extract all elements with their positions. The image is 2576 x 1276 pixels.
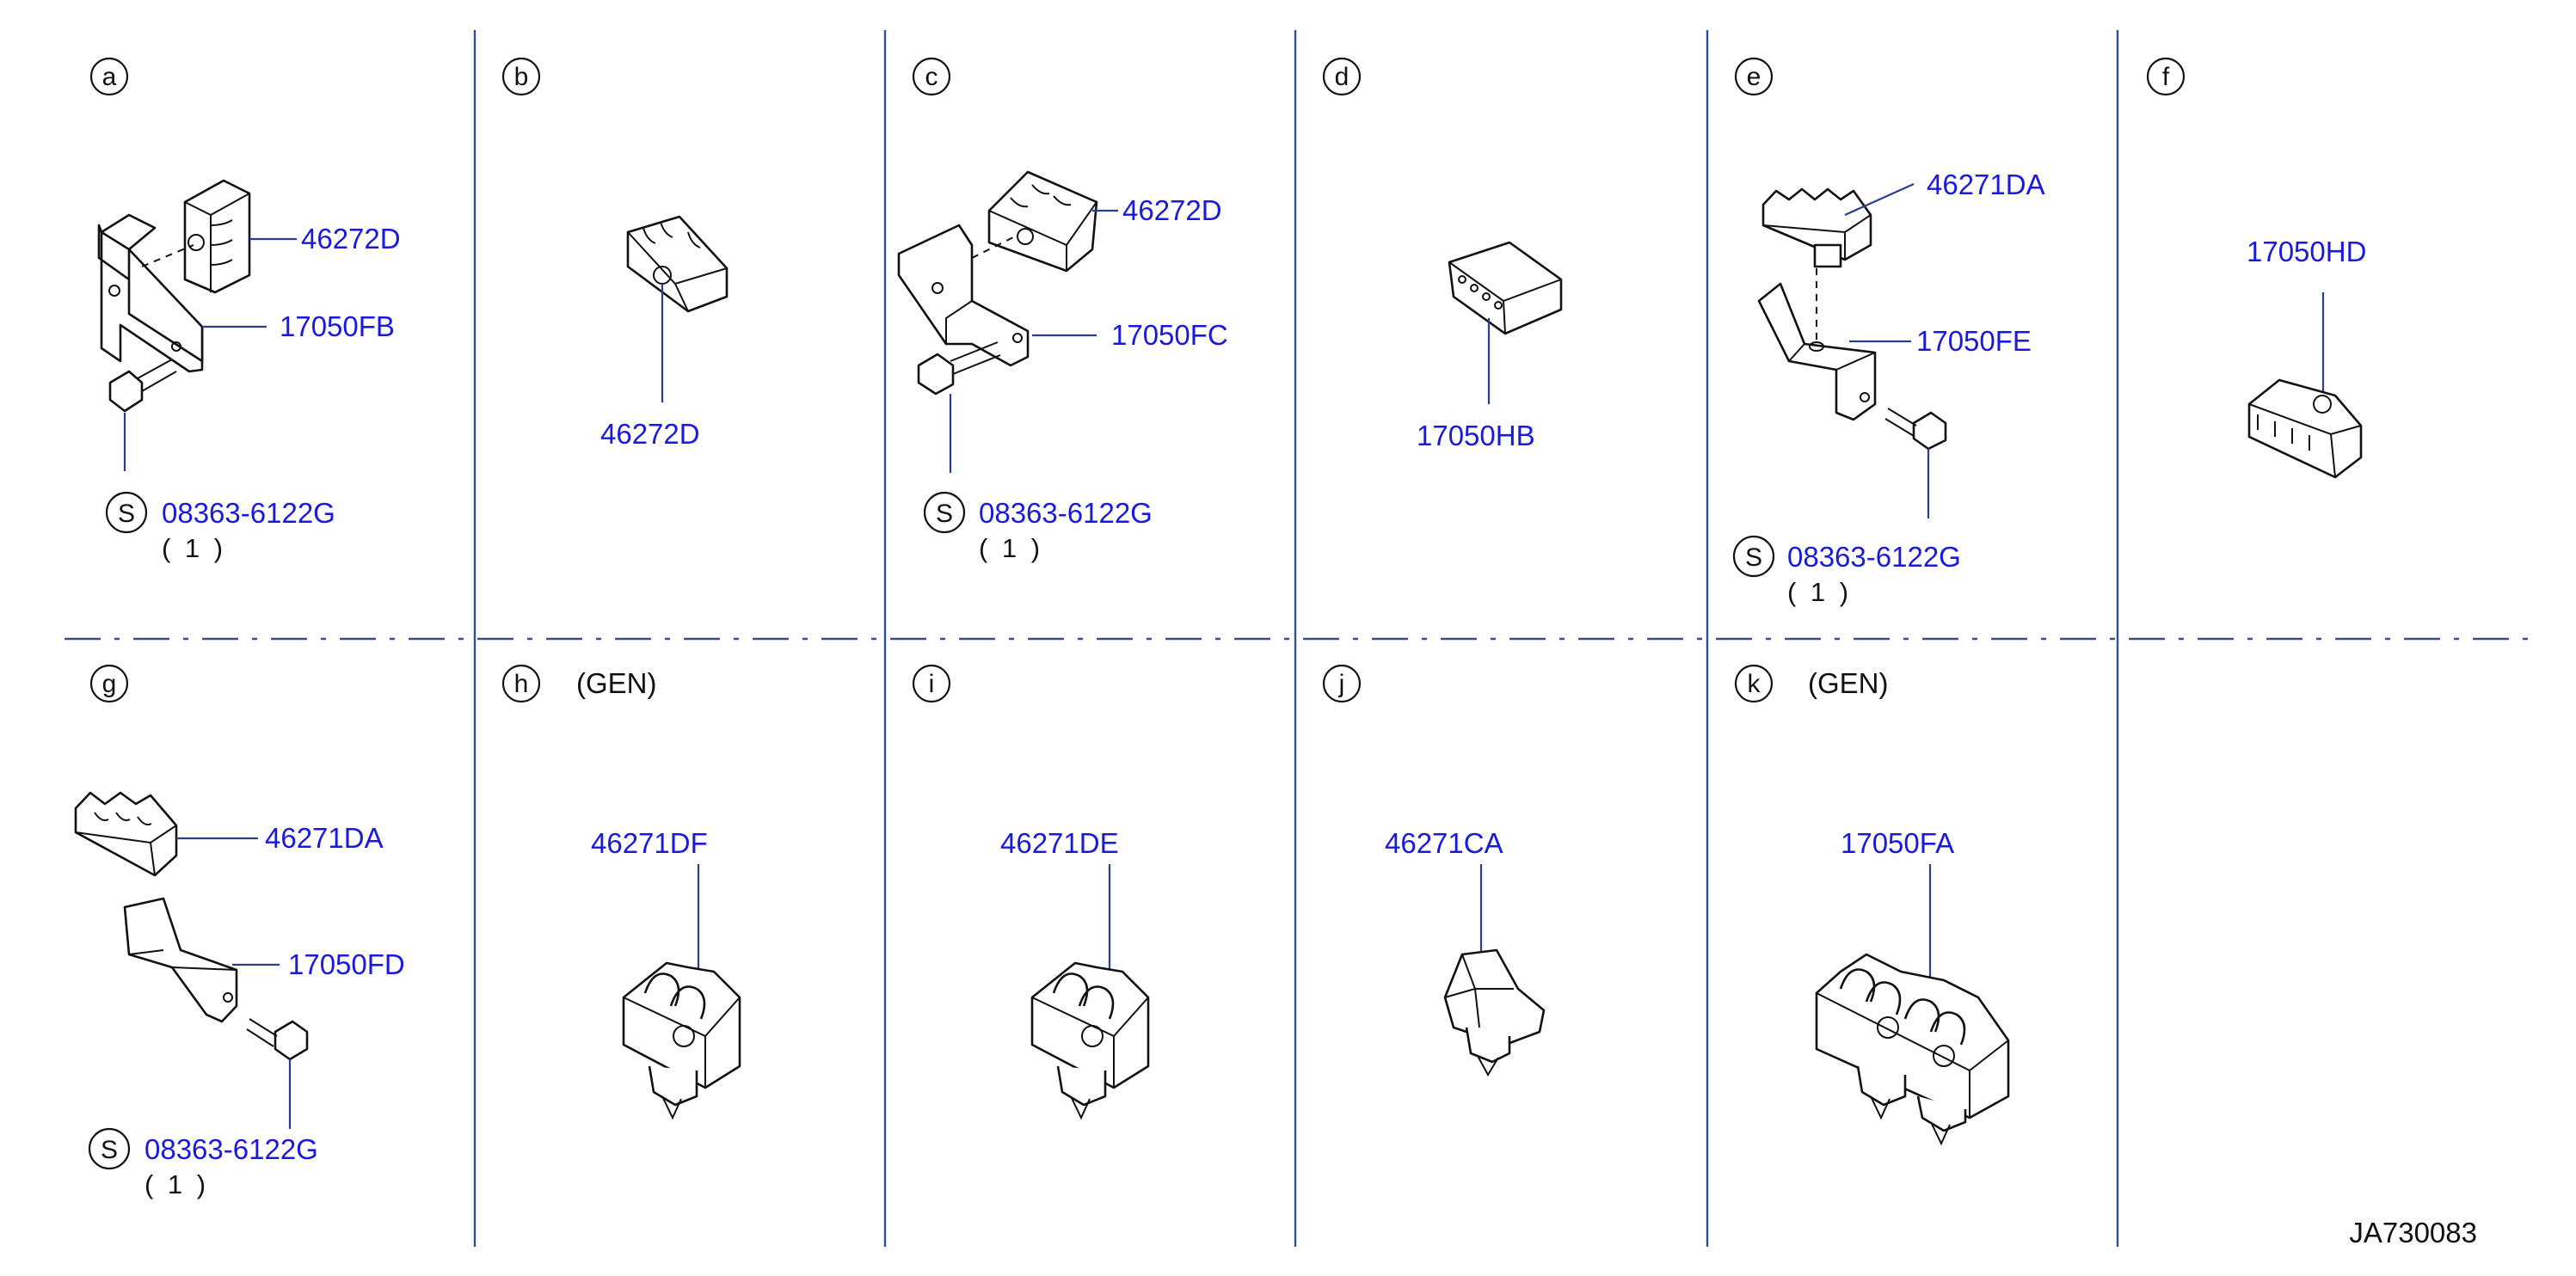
bracket-icon — [97, 213, 204, 373]
part-number: 46272D — [600, 418, 700, 450]
clip-icon — [183, 179, 251, 294]
part-number: 17050FB — [280, 310, 395, 342]
quantity: ( 1 ) — [162, 533, 226, 563]
bolt-icon — [108, 359, 177, 413]
panel-i: i 46271DE — [912, 664, 1150, 1120]
clip-icon — [1030, 961, 1150, 1120]
clip-icon — [622, 961, 741, 1120]
clip-icon — [1815, 953, 2010, 1146]
bolt-part-number: 08363-6122G — [162, 497, 335, 529]
bolt-icon — [917, 341, 1001, 396]
panel-letter: g — [102, 670, 117, 698]
variant-note: (GEN) — [1808, 667, 1889, 699]
bolt-part-number: 08363-6122G — [144, 1133, 318, 1165]
panel-letter: d — [1335, 63, 1349, 91]
part-number: 17050HB — [1417, 420, 1535, 451]
bracket-icon — [1757, 282, 1877, 421]
quantity: ( 1 ) — [1787, 577, 1852, 607]
panel-letter: j — [1338, 670, 1345, 698]
panel-k: k (GEN) 17050FA — [1734, 664, 2010, 1146]
bolt-icon — [246, 1018, 309, 1061]
diagram-code: JA730083 — [2349, 1217, 2477, 1248]
panel-letter: f — [2162, 63, 2170, 91]
part-number: 17050FA — [1841, 827, 1954, 859]
panel-letter: h — [514, 670, 529, 698]
panel-c: c 46272D 17050FC S 08363-6122G ( 1 ) — [897, 57, 1228, 563]
panel-letter: b — [514, 63, 529, 91]
part-number: 46272D — [301, 223, 401, 255]
bolt-icon — [1884, 408, 1947, 451]
part-number: 17050FE — [1916, 325, 2032, 357]
clip-icon — [74, 791, 178, 877]
part-number: 17050FC — [1111, 319, 1228, 351]
panel-j: j 46271CA — [1322, 664, 1546, 1077]
panel-letter: i — [929, 670, 935, 698]
symbol-s: S — [1745, 543, 1762, 572]
panel-letter: k — [1748, 670, 1761, 698]
panel-f: f 17050HD — [2146, 57, 2366, 479]
clip-icon — [1761, 187, 1872, 268]
part-number: 46271CA — [1385, 827, 1503, 859]
clip-icon — [1448, 241, 1563, 335]
bracket-icon — [897, 224, 1030, 367]
quantity: ( 1 ) — [144, 1169, 209, 1199]
symbol-s: S — [936, 500, 953, 528]
part-number: 46271DE — [1000, 827, 1119, 859]
panel-letter: e — [1747, 63, 1761, 91]
panel-g: g 46271DA 17050FD S 08363-6122G ( 1 ) — [74, 664, 405, 1199]
part-number: 46271DA — [1927, 169, 2045, 200]
quantity: ( 1 ) — [979, 533, 1043, 563]
panel-h: h (GEN) 46271DF — [501, 664, 741, 1120]
symbol-s: S — [118, 500, 135, 528]
bolt-part-number: 08363-6122G — [1787, 541, 1961, 573]
part-number: 46271DF — [591, 827, 708, 859]
grid-dividers — [65, 30, 2529, 1247]
bracket-icon — [123, 897, 238, 1023]
clip-icon — [987, 170, 1098, 273]
symbol-s: S — [101, 1136, 118, 1164]
part-number: 46271DA — [265, 822, 384, 854]
part-number: 46272D — [1122, 194, 1222, 226]
part-number: 17050FD — [288, 948, 405, 980]
clip-icon — [2247, 378, 2363, 479]
variant-note: (GEN) — [576, 667, 657, 699]
panel-letter: a — [102, 63, 117, 91]
clip-icon — [1443, 948, 1546, 1077]
panel-e: e 46271DA 17050FE S 08363-6122G ( 1 ) — [1732, 57, 2045, 607]
clip-icon — [626, 215, 729, 313]
panel-d: d 17050HB — [1322, 57, 1563, 451]
panel-a: a 46272D 17050FB S 08363-6122G ( — [89, 57, 401, 563]
panel-b: b 46272D — [501, 57, 729, 450]
panel-letter: c — [925, 63, 938, 91]
part-number: 17050HD — [2247, 236, 2366, 267]
bolt-part-number: 08363-6122G — [979, 497, 1153, 529]
